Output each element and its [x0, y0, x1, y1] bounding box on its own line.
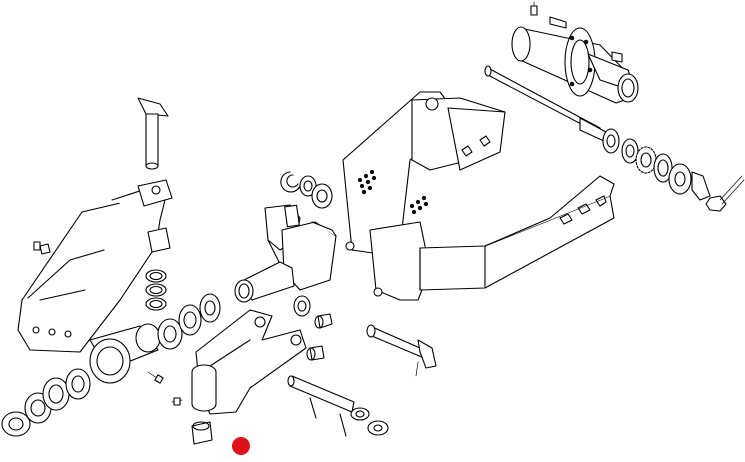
frame-bolt-holes-lower: [409, 195, 429, 215]
shaft-bearing: [653, 153, 673, 183]
bushing-3: [306, 345, 325, 361]
tie-rod-bolt: [287, 375, 389, 436]
bearing-lower-3: [65, 368, 91, 400]
wheel-nut-lower: [1, 411, 31, 437]
knuckle-washer-2: [311, 183, 333, 209]
bearing-stack-lower-left: [1, 368, 91, 437]
o-ring-1: [145, 269, 167, 283]
grease-nipple-left: [147, 371, 164, 384]
shaft-retainer-plate: [691, 171, 711, 201]
o-ring-2: [145, 283, 167, 297]
frame-bolt-holes-upper: [357, 169, 377, 195]
bushing-set-center: [293, 295, 333, 361]
bearing-cup-1: [157, 318, 183, 350]
steering-arm: [191, 309, 307, 445]
shaft-lock-washer: [635, 146, 657, 174]
bearing-lower-2: [42, 377, 70, 411]
knuckle-washer-stack: [280, 171, 333, 209]
shaft-end-washer: [668, 163, 692, 195]
shaft-end-nut: [705, 175, 745, 212]
seal-stack-left: [145, 269, 167, 311]
bushing-2: [314, 313, 333, 329]
cotter-pins: [309, 397, 347, 437]
o-ring-3: [145, 297, 167, 311]
axle-beam: [17, 179, 173, 384]
grease-nipple-beam: [33, 241, 41, 251]
king-pin: [137, 97, 169, 170]
knuckle-washer-1: [299, 175, 317, 197]
frame-pivot-pin: [366, 324, 437, 377]
main-frame-arm: [342, 91, 615, 301]
highlighted-part-marker[interactable]: [232, 437, 250, 455]
bearing-stack-middle: [157, 293, 221, 350]
shaft-washer-2: [621, 138, 639, 164]
bushing-1: [293, 295, 311, 317]
shaft-bearing-stack: [602, 128, 745, 212]
wheel-hub-assembly: [511, 1, 639, 104]
snap-ring: [280, 171, 301, 193]
shaft-washer-1: [602, 128, 620, 154]
grease-nipple-top: [530, 1, 538, 16]
grease-nipple-arm: [171, 397, 183, 406]
steering-knuckle: [234, 204, 337, 303]
bearing-cup-3: [199, 293, 221, 323]
bearing-cup-2: [178, 304, 202, 336]
